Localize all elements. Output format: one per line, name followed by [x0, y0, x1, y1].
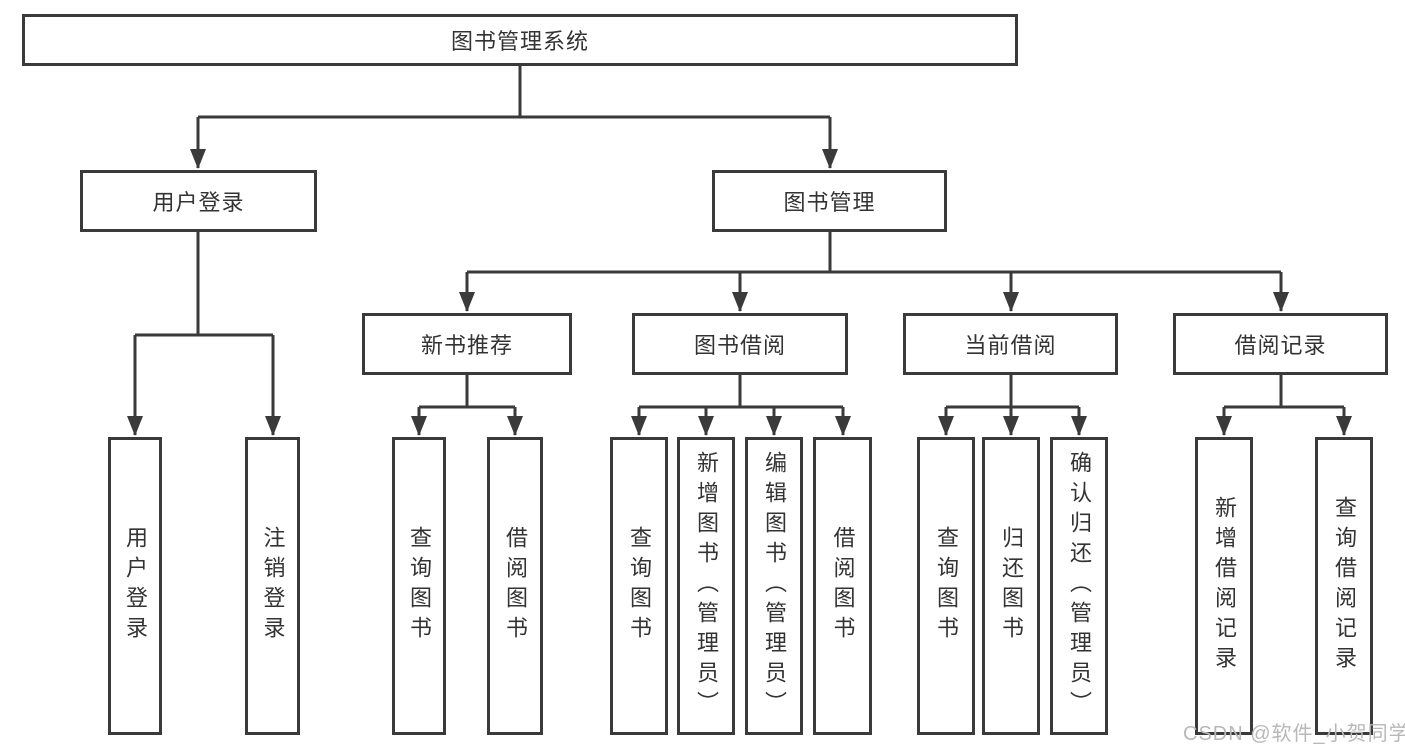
node-label: 借阅图书 [503, 526, 528, 646]
node-label: 用户登录 [152, 190, 245, 215]
node-label: 查询图书 [627, 526, 652, 646]
leaf-logout: 注销登录 [245, 437, 300, 735]
node-label: 用户登录 [123, 526, 148, 646]
node-borrow-records: 借阅记录 [1173, 313, 1388, 375]
leaf-add-borrow-record: 新增借阅记录 [1195, 437, 1253, 735]
leaf-query-books-borrow: 查询图书 [610, 437, 668, 735]
node-label: 新增借阅记录 [1212, 496, 1237, 676]
node-book-management: 图书管理 [712, 170, 947, 232]
node-label: 归还图书 [999, 526, 1024, 646]
node-label: 注销登录 [260, 526, 286, 646]
node-current-borrow: 当前借阅 [903, 313, 1118, 375]
leaf-return-books: 归还图书 [982, 437, 1040, 735]
node-book-borrow: 图书借阅 [632, 313, 848, 375]
watermark: CSDN @软件_小贺同学 [1183, 723, 1405, 745]
leaf-confirm-return-admin: 确认归还（管理员） [1050, 437, 1108, 735]
node-label: 借阅图书 [830, 526, 856, 646]
node-label: 图书管理系统 [450, 29, 589, 54]
node-label: 查询图书 [934, 526, 959, 646]
leaf-borrow-books-recommend: 借阅图书 [487, 437, 543, 735]
node-label: 新书推荐 [420, 333, 513, 358]
node-label: 编辑图书（管理员） [762, 451, 787, 721]
node-label: 图书借阅 [693, 333, 786, 358]
node-new-book-recommend: 新书推荐 [362, 313, 572, 375]
node-label: 当前借阅 [964, 333, 1057, 358]
node-label: 借阅记录 [1234, 333, 1327, 358]
node-user-login-group: 用户登录 [80, 170, 317, 232]
node-label: 图书管理 [783, 190, 876, 215]
leaf-edit-books-admin: 编辑图书（管理员） [745, 437, 803, 735]
leaf-query-books-recommend: 查询图书 [392, 437, 446, 735]
leaf-borrow-books: 借阅图书 [813, 437, 872, 735]
node-label: 确认归还（管理员） [1067, 451, 1092, 721]
node-label: 新增图书（管理员） [694, 451, 719, 721]
leaf-add-books-admin: 新增图书（管理员） [677, 437, 735, 735]
node-label: 查询图书 [407, 526, 432, 646]
node-book-management-system: 图书管理系统 [22, 14, 1018, 66]
leaf-query-books-current: 查询图书 [917, 437, 975, 735]
leaf-query-borrow-record: 查询借阅记录 [1315, 437, 1373, 735]
node-label: 查询借阅记录 [1332, 496, 1357, 676]
leaf-user-login: 用户登录 [108, 437, 162, 735]
